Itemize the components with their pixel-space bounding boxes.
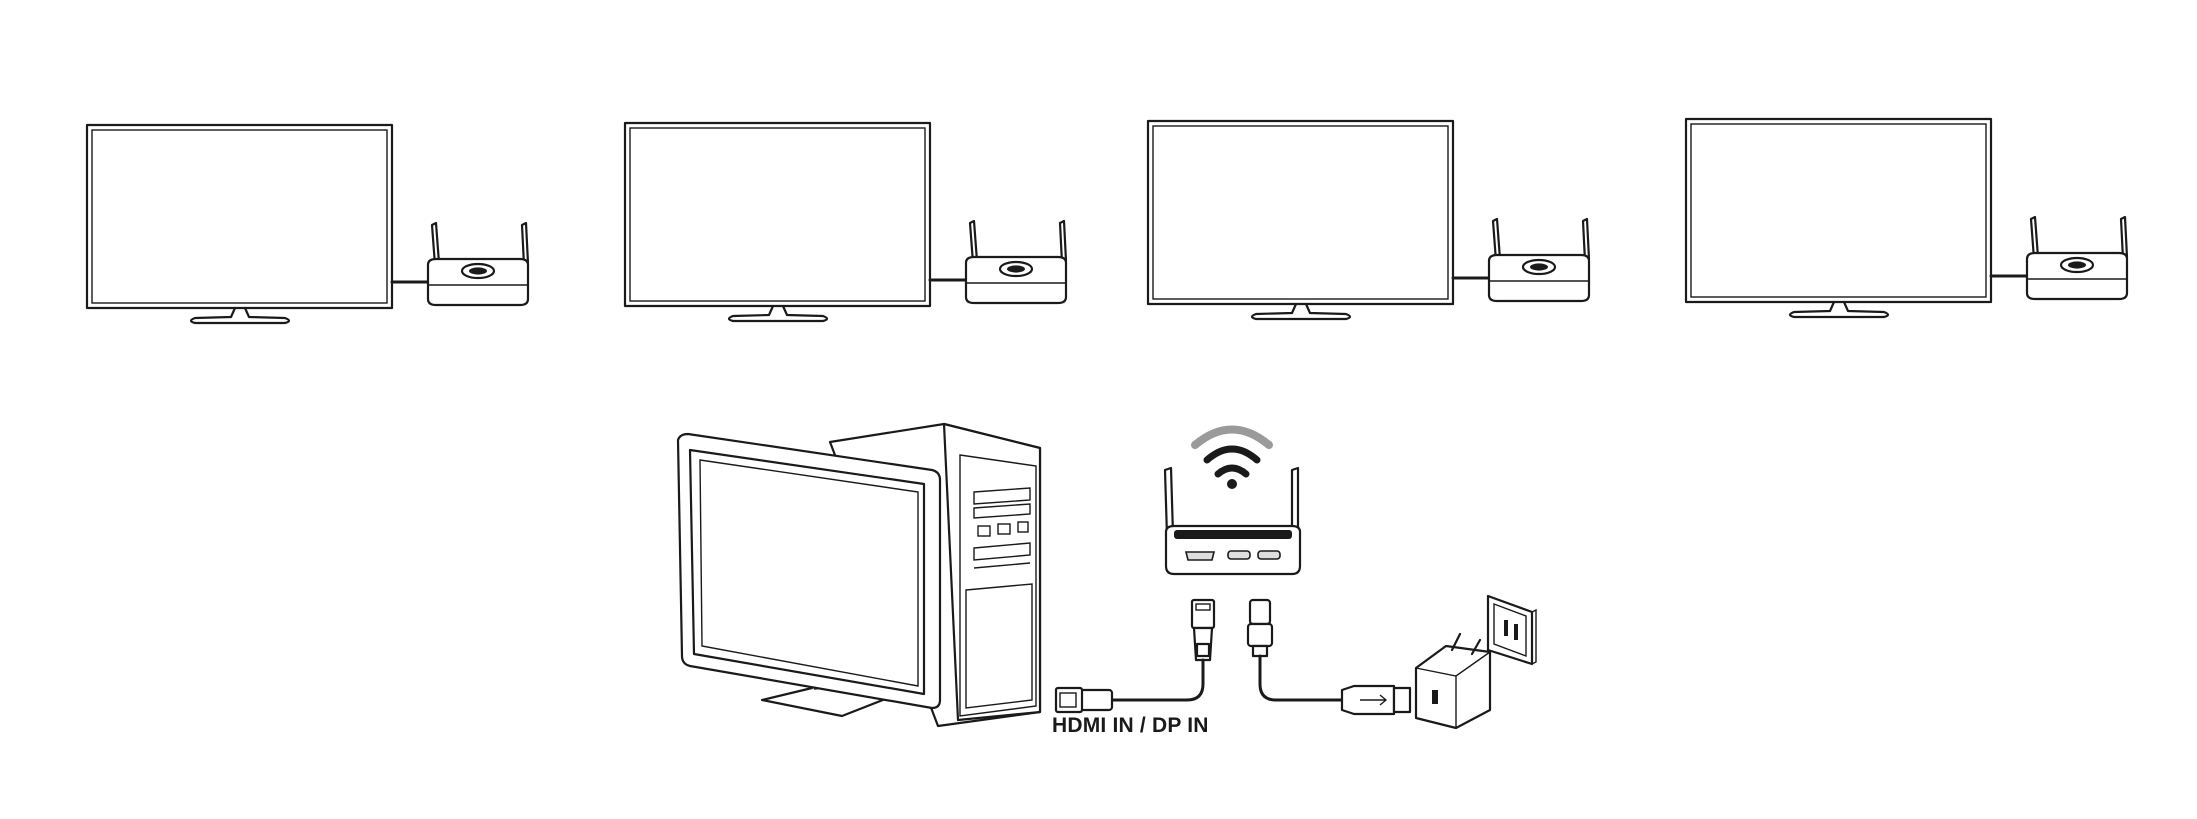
hdmi-plug-icon (1190, 598, 1216, 662)
usb-a-plug-icon (1340, 684, 1412, 716)
tv-display-icon (1684, 117, 1993, 319)
wireless-receiver-icon (928, 219, 1068, 305)
receiver-display-3 (1146, 119, 1591, 321)
pc-monitor (676, 432, 942, 718)
hdmi-dp-input-label: HDMI IN / DP IN (1052, 714, 1209, 737)
hdmi-port (1184, 551, 1216, 561)
receiver-display-1 (85, 123, 530, 325)
wifi-signal-icon (1191, 425, 1273, 489)
desktop-computer-icon (676, 422, 1042, 728)
usb-power-cable (1246, 598, 1412, 716)
wireless-transmitter-icon (1163, 466, 1302, 576)
usb-c-plug-icon (1246, 598, 1274, 658)
wireless-receiver-icon (1451, 217, 1591, 303)
tv-display-icon (85, 123, 394, 325)
power-adapter-icon (1414, 632, 1492, 730)
wall-outlet-icon (1486, 594, 1537, 666)
receiver-display-2 (623, 121, 1068, 323)
wireless-receiver-icon (1989, 215, 2129, 301)
wireless-receiver-icon (390, 221, 530, 307)
receiver-display-4 (1684, 117, 2129, 319)
usb-c-port (1227, 550, 1251, 560)
tv-display-icon (1146, 119, 1455, 321)
hdmi-plug-computer-end (1054, 686, 1114, 714)
hdmi-cable (1054, 598, 1216, 714)
tv-display-icon (623, 121, 932, 323)
usb-c-port-2 (1257, 550, 1281, 560)
